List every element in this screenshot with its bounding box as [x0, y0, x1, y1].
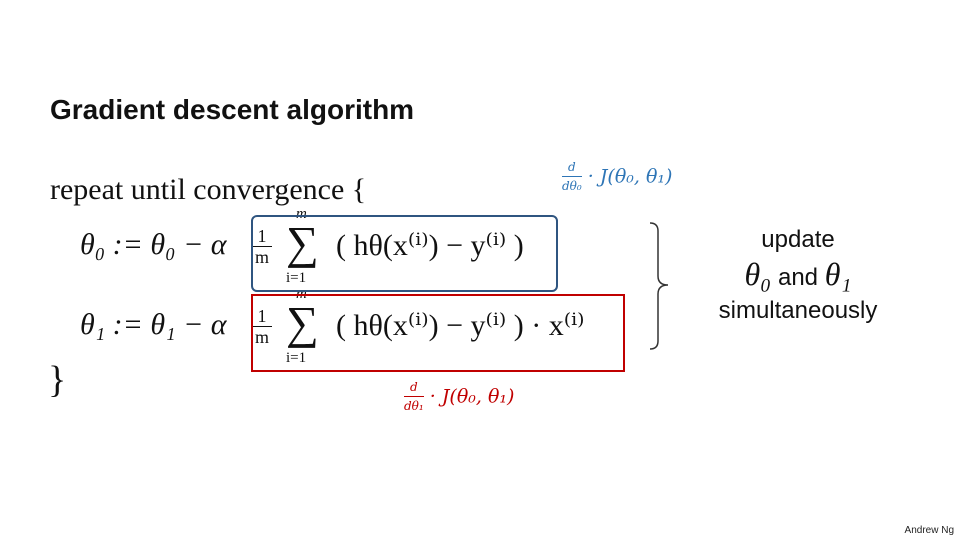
derivative-numerator: d — [562, 160, 582, 177]
update-equation-theta0: θ₀ := θ₀ − α 1 m m ∑ i=1 ( hθ(x⁽ⁱ⁾) − y⁽… — [80, 206, 560, 292]
summation-lower-limit: i=1 — [286, 270, 307, 286]
equation-body: ( hθ(x⁽ⁱ⁾) − y⁽ⁱ⁾ ) · x⁽ⁱ⁾ — [336, 309, 585, 342]
update-simultaneously-note: update θ₀ and θ₁ simultaneously — [698, 226, 898, 325]
theta-pair: θ₀ and θ₁ — [698, 256, 898, 293]
cost-function-term: · J(θ₀, θ₁) — [587, 165, 673, 188]
fraction-numerator: 1 — [252, 226, 272, 247]
repeat-until-convergence-text: repeat until convergence { — [50, 173, 367, 206]
highlight-box-theta1 — [251, 294, 625, 372]
summation-upper-limit: m — [296, 206, 307, 222]
derivative-fraction-theta1: d dθ₁ — [404, 380, 424, 413]
update-equation-theta1: θ₁ := θ₁ − α 1 m m ∑ i=1 ( hθ(x⁽ⁱ⁾) − y⁽… — [80, 286, 625, 372]
derivative-annotation-theta0: d dθ₀ · J(θ₀, θ₁) — [562, 160, 672, 193]
summation-lower-limit: i=1 — [286, 350, 307, 366]
fraction-numerator: 1 — [252, 306, 272, 327]
equation-body: ( hθ(x⁽ⁱ⁾) − y⁽ⁱ⁾ ) — [336, 229, 524, 262]
derivative-denominator: dθ₀ — [562, 179, 582, 193]
and-label: and — [777, 264, 819, 291]
right-brace-bracket — [649, 222, 669, 350]
fraction-denominator: m — [254, 327, 269, 347]
closing-brace: } — [48, 359, 67, 401]
derivative-numerator: d — [404, 380, 424, 397]
cost-function-term: · J(θ₀, θ₁) — [429, 385, 515, 408]
simultaneously-label: simultaneously — [718, 297, 878, 324]
summation-symbol: ∑ — [286, 297, 319, 348]
one-over-m-fraction: 1 m — [252, 226, 272, 267]
equation-lhs: θ₀ := θ₀ − α — [80, 228, 227, 261]
derivative-denominator: dθ₁ — [404, 399, 424, 413]
slide-title: Gradient descent algorithm — [50, 94, 415, 125]
theta1-symbol: θ₁ — [824, 256, 852, 292]
one-over-m-fraction: 1 m — [252, 306, 272, 347]
equation-lhs: θ₁ := θ₁ − α — [80, 308, 227, 341]
update-label: update — [761, 226, 835, 253]
derivative-annotation-theta1: d dθ₁ · J(θ₀, θ₁) — [404, 380, 514, 413]
derivative-fraction-theta0: d dθ₀ — [562, 160, 582, 193]
fraction-denominator: m — [254, 247, 269, 267]
theta0-symbol: θ₀ — [744, 256, 772, 292]
highlight-box-theta0 — [251, 215, 558, 292]
author-footer: Andrew Ng — [904, 525, 954, 536]
summation-symbol: ∑ — [286, 217, 319, 268]
